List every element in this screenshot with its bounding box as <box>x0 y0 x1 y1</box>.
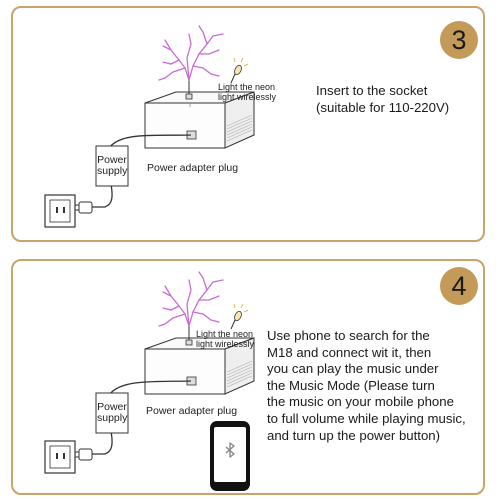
step-3-illustration <box>44 25 255 228</box>
power-supply-label: Power supply <box>97 154 128 177</box>
tesla-coil-icon <box>144 271 255 395</box>
power-supply-icon <box>95 392 129 434</box>
wall-socket-icon <box>44 194 76 228</box>
step-4-description: Use phone to search for the M18 and conn… <box>267 328 466 443</box>
neon-label: Light the neon light wirelessly <box>196 329 255 349</box>
wall-socket-icon <box>44 440 76 474</box>
neon-label: Light the neon light wirelessly <box>218 82 277 102</box>
neon-bulb-icon <box>230 57 249 84</box>
adapter-label: Power adapter plug <box>147 162 239 174</box>
step-4-panel: 4 <box>11 259 485 495</box>
smartphone-icon <box>210 421 250 491</box>
step-3-description: Insert to the socket (suitable for 110-2… <box>316 83 450 115</box>
step-4-badge: 4 <box>440 267 478 305</box>
bluetooth-icon <box>225 442 235 458</box>
step-3-badge: 3 <box>440 21 478 59</box>
power-supply-label: Power supply <box>97 401 128 424</box>
step-4-illustration <box>44 271 255 491</box>
adapter-label: Power adapter plug <box>146 405 238 417</box>
power-supply-icon <box>95 145 129 187</box>
step-3-panel: 3 <box>11 6 485 242</box>
tesla-coil-icon <box>144 25 255 149</box>
neon-bulb-icon <box>230 303 249 330</box>
